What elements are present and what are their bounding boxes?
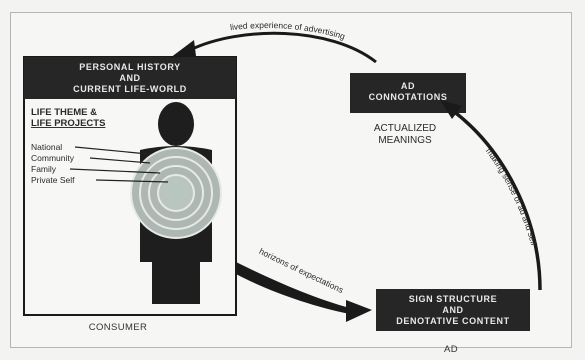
layer-label-national: National xyxy=(31,142,62,152)
layer-label-private-self: Private Self xyxy=(31,175,75,185)
consumer-header-line1: PERSONAL HISTORY xyxy=(79,62,180,72)
consumer-header xyxy=(24,57,236,99)
life-theme-line2: LIFE PROJECTS xyxy=(31,118,105,129)
actualized-meanings-line1: ACTUALIZED xyxy=(374,123,436,134)
consumer-caption: CONSUMER xyxy=(89,322,148,333)
leader-line-national xyxy=(74,146,149,155)
right-arrow-label: making sense of ad and self xyxy=(484,146,539,247)
sign-structure-line1: SIGN STRUCTURE xyxy=(409,294,497,304)
consumer-header-line2: AND xyxy=(119,73,140,83)
consumer-box: PERSONAL HISTORY AND CURRENT LIFE-WORLD … xyxy=(23,56,237,333)
sign-structure-line3: DENOTATIVE CONTENT xyxy=(396,316,509,326)
leader-line-community xyxy=(89,157,151,164)
leader-line-private-self xyxy=(95,179,169,183)
ad-connotations-line1: AD xyxy=(401,81,415,91)
life-theme-line1: LIFE THEME & xyxy=(31,107,97,118)
layer-label-community: Community xyxy=(31,153,75,163)
bottom-arrow: horizons of expectations xyxy=(236,246,372,322)
sign-structure-line2: AND xyxy=(442,305,463,315)
layer-label-family: Family xyxy=(31,164,57,174)
right-arrow: making sense of ad and self xyxy=(440,100,542,291)
sign-structure-box: SIGN STRUCTURE AND DENOTATIVE CONTENT AD xyxy=(376,289,530,355)
consumer-header-line3: CURRENT LIFE-WORLD xyxy=(73,84,187,94)
actualized-meanings-line2: MEANINGS xyxy=(378,135,432,146)
top-arrow: lived experience of advertising xyxy=(170,20,377,64)
ad-connotations-line2: CONNOTATIONS xyxy=(369,92,448,102)
top-arrow-label: lived experience of advertising xyxy=(230,20,347,42)
leader-line-family xyxy=(69,168,161,174)
ad-caption: AD xyxy=(444,344,458,355)
concentric-circles xyxy=(130,147,222,239)
